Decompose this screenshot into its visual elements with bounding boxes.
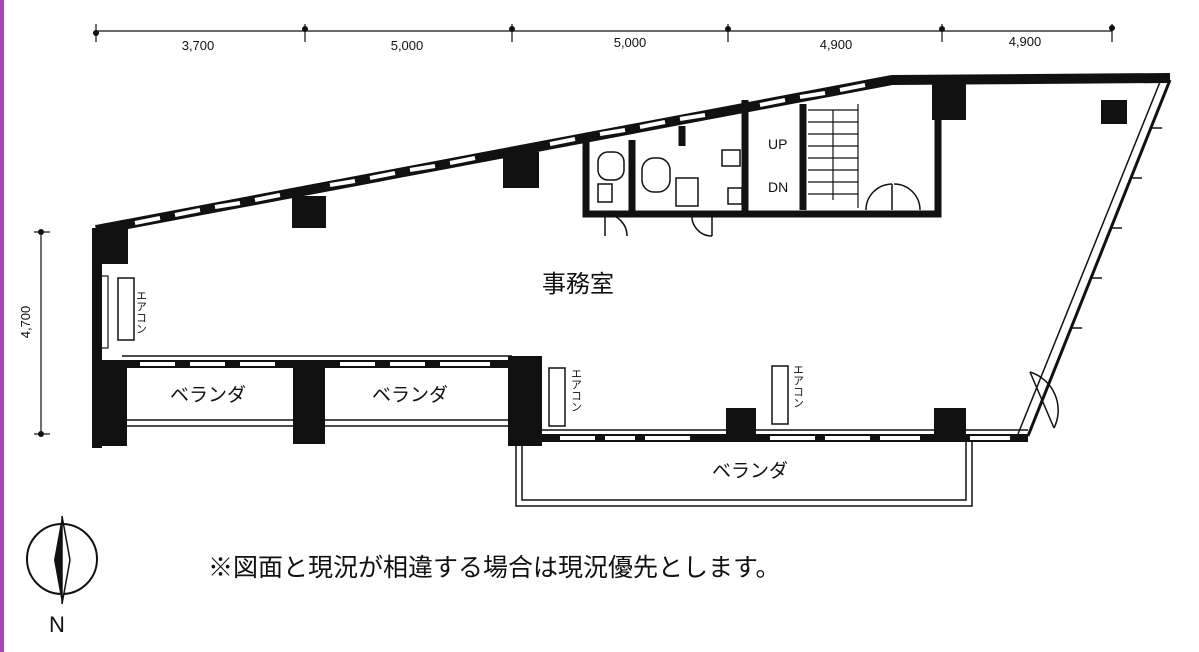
stairs: [808, 104, 859, 208]
dim-top-5: 4,900: [1009, 34, 1042, 49]
stair-up-label: UP: [768, 136, 787, 152]
compass-north-label: N: [49, 612, 65, 637]
veranda-label-3: ベランダ: [712, 460, 788, 482]
toilet-fixtures: [597, 149, 743, 237]
dim-left: 4,700: [18, 306, 33, 339]
top-dimension-line: [95, 24, 1113, 42]
aircon-units: [117, 277, 789, 427]
top-windows: [134, 83, 866, 225]
aircon-label-right: エアコン: [792, 364, 805, 408]
compass: [26, 515, 98, 605]
veranda-windows: [140, 362, 1010, 440]
stair-down-label: DN: [768, 179, 788, 195]
dim-top-4: 4,900: [820, 37, 853, 52]
dim-top-2: 5,000: [391, 38, 424, 53]
aircon-label-left: エアコン: [135, 290, 148, 334]
outer-walls: [92, 73, 1172, 448]
right-windows: [1070, 127, 1162, 329]
room-office-label: 事務室: [542, 270, 614, 298]
dim-top-1: 3,700: [182, 38, 215, 53]
aircon-label-center: エアコン: [570, 368, 583, 412]
veranda-label-2: ベランダ: [372, 384, 448, 406]
page-edge-strip: [0, 0, 4, 652]
core-walls: [582, 100, 942, 218]
stair-doors: [865, 183, 921, 211]
left-window: [95, 275, 109, 349]
entrance-door: [1029, 371, 1059, 429]
veranda-label-1: ベランダ: [170, 384, 246, 406]
left-dimension-line: [34, 231, 50, 435]
dim-top-3: 5,000: [614, 35, 647, 50]
disclaimer-note: ※図面と現況が相違する場合は現況優先とします。: [208, 553, 781, 582]
